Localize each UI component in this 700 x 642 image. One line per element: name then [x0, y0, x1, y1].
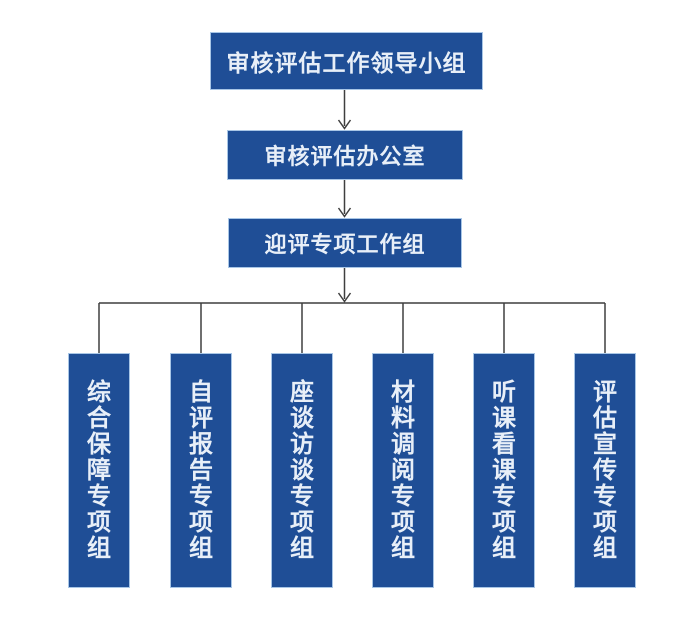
node-subgroup-discussion-interview: 座谈访谈专项组 [271, 353, 333, 588]
node-subgroup-label: 听课看课专项组 [492, 378, 516, 562]
node-leadership-group-label: 审核评估工作领导小组 [226, 50, 467, 76]
node-subgroup-general-support: 综合保障专项组 [68, 353, 130, 588]
node-subgroup-evaluation-publicity: 评估宣传专项组 [574, 353, 636, 588]
node-subgroup-label: 自评报告专项组 [189, 378, 213, 562]
arrowhead-icon [337, 207, 352, 218]
node-assessment-office-label: 审核评估办公室 [264, 144, 426, 169]
node-special-workgroup-label: 迎评专项工作组 [264, 232, 426, 257]
node-special-workgroup: 迎评专项工作组 [228, 218, 462, 268]
node-subgroup-label: 材料调阅专项组 [391, 378, 415, 562]
node-subgroup-class-observation: 听课看课专项组 [473, 353, 535, 588]
node-subgroup-self-evaluation-report: 自评报告专项组 [170, 353, 232, 588]
arrowhead-icon [337, 119, 352, 130]
node-subgroup-label: 座谈访谈专项组 [290, 378, 314, 562]
node-assessment-office: 审核评估办公室 [227, 130, 463, 180]
node-subgroup-label: 评估宣传专项组 [593, 378, 617, 562]
node-subgroup-label: 综合保障专项组 [87, 378, 111, 562]
arrowhead-icon [337, 292, 352, 303]
node-subgroup-material-review: 材料调阅专项组 [372, 353, 434, 588]
node-leadership-group: 审核评估工作领导小组 [210, 32, 483, 90]
